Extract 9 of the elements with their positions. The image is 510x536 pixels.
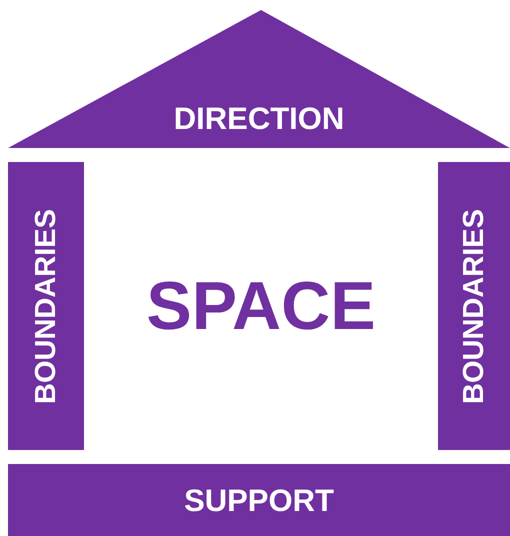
pillar-bar xyxy=(8,162,84,450)
pillar-label: BOUNDARIES xyxy=(460,208,488,404)
pillar-label: BOUNDARIES xyxy=(32,208,60,404)
center-label: SPACE xyxy=(146,272,376,340)
base-label: SUPPORT xyxy=(184,484,334,516)
pillar-bar xyxy=(438,162,510,450)
base-bar xyxy=(8,464,510,536)
roof-label: DIRECTION xyxy=(174,103,344,134)
roof-triangle xyxy=(8,10,510,148)
